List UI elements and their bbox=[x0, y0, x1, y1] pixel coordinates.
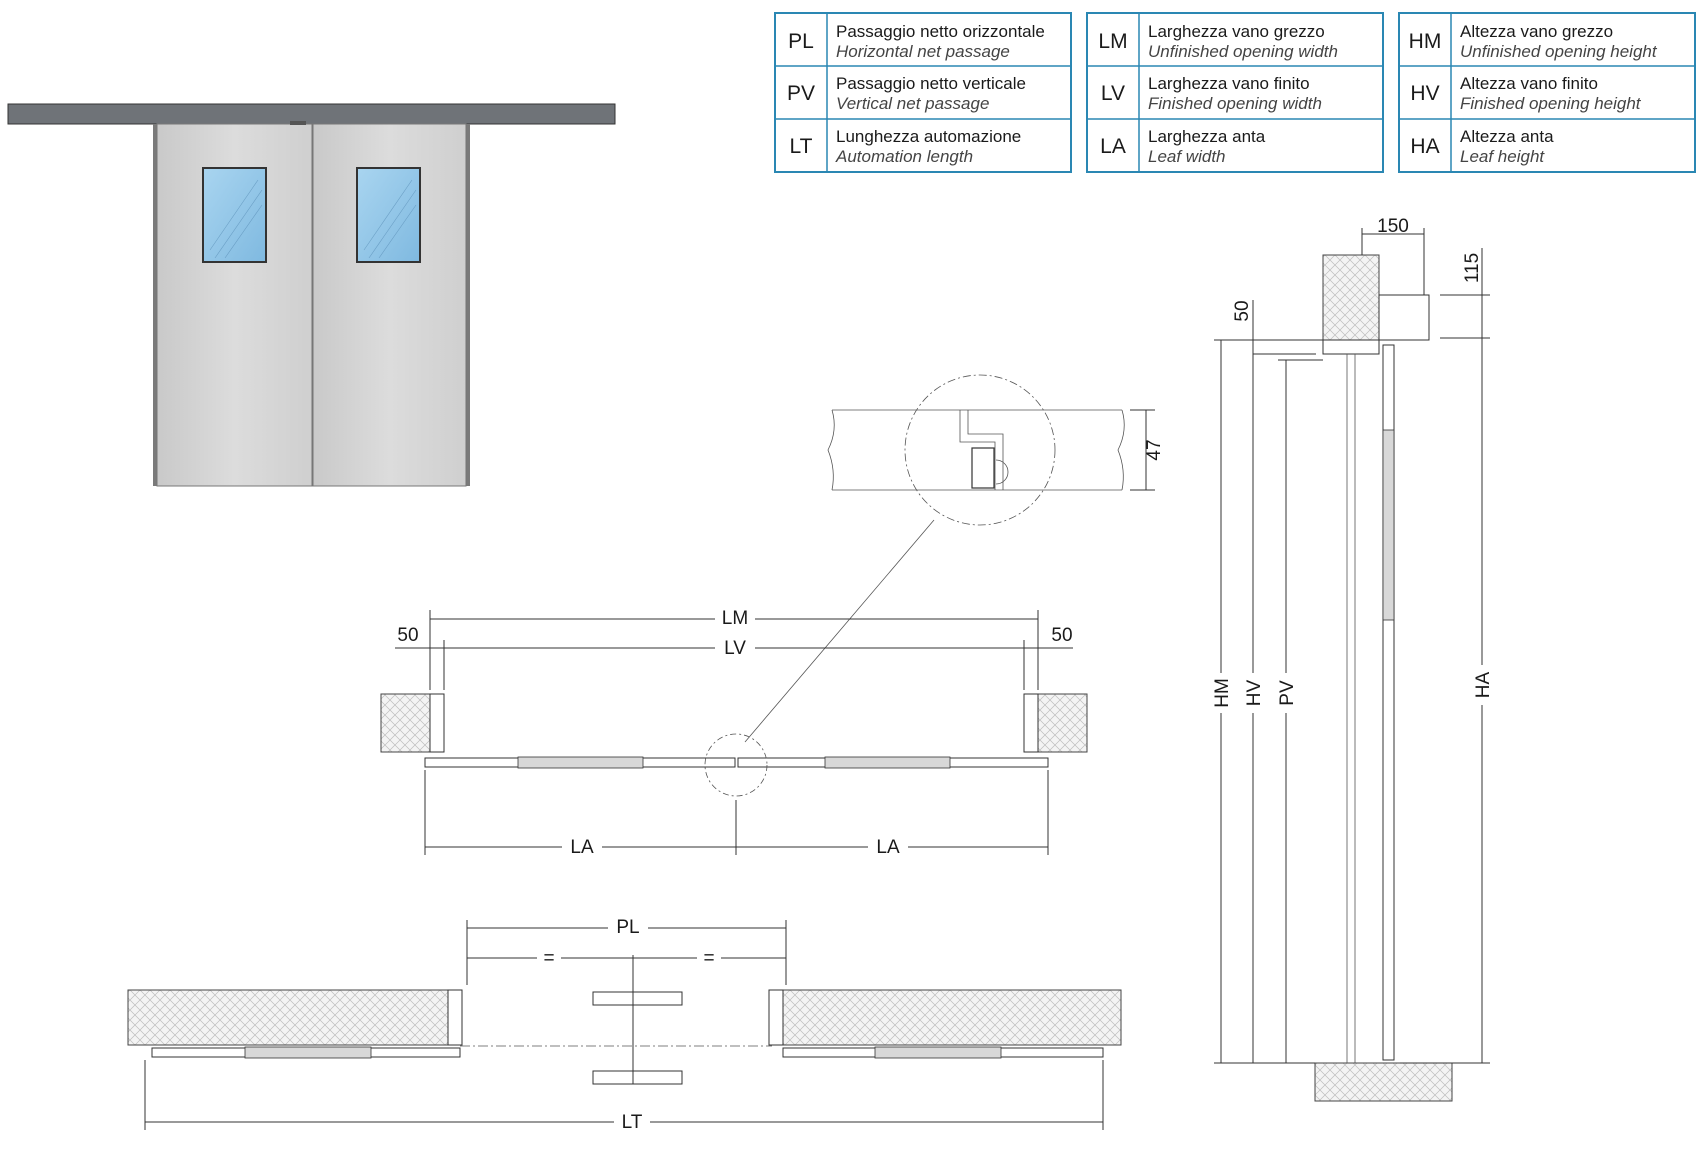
legend-it-lt: Lunghezza automazione bbox=[836, 127, 1021, 146]
open-lt-label: LT bbox=[622, 1112, 643, 1133]
open-detail-top bbox=[592, 991, 683, 1006]
joint-detail: 47 bbox=[744, 374, 1165, 743]
section-glass bbox=[1382, 429, 1395, 621]
plan-detail-circle bbox=[704, 733, 768, 797]
legend-code-pv: PV bbox=[787, 82, 815, 105]
glass-reflections bbox=[209, 179, 417, 259]
legend-group-3: HM Altezza vano grezzo Unfinished openin… bbox=[1398, 12, 1696, 173]
legend-en-hm: Unfinished opening height bbox=[1460, 42, 1658, 61]
open-detail-bottom bbox=[592, 1070, 683, 1085]
detail-leader bbox=[744, 519, 935, 743]
legend-en-la: Leaf width bbox=[1148, 147, 1226, 166]
open-eq-right: = bbox=[703, 948, 714, 969]
detail-circle bbox=[904, 374, 1056, 526]
open-wall-left bbox=[127, 989, 449, 1046]
plan-view-open: PL = = LT bbox=[127, 914, 1122, 1133]
door-sensor bbox=[290, 121, 306, 125]
plan-lv-label: LV bbox=[724, 638, 746, 659]
legend-it-lm: Larghezza vano grezzo bbox=[1148, 22, 1325, 41]
door-header-rail bbox=[7, 103, 616, 125]
open-wall-right bbox=[782, 989, 1122, 1046]
legend-it-hm: Altezza vano grezzo bbox=[1460, 22, 1613, 41]
plan-la-right-label: LA bbox=[876, 837, 900, 858]
legend-code-pl: PL bbox=[788, 30, 814, 53]
door-frame-right bbox=[466, 124, 470, 486]
legend-code-ha: HA bbox=[1410, 135, 1439, 158]
legend-en-hv: Finished opening height bbox=[1460, 94, 1642, 113]
section-pv-label: PV bbox=[1277, 680, 1298, 706]
vertical-section: 150 115 50 HM HV PV HA bbox=[1208, 216, 1494, 1102]
section-operator bbox=[1378, 294, 1430, 341]
legend-code-la: LA bbox=[1100, 135, 1126, 158]
door-frame-left bbox=[153, 124, 157, 486]
legend-group-1: PL Passaggio netto orizzontale Horizonta… bbox=[774, 12, 1072, 173]
legend-code-lv: LV bbox=[1101, 82, 1125, 105]
legend-en-lt: Automation length bbox=[835, 147, 973, 166]
section-frame bbox=[1322, 339, 1380, 355]
legend-it-hv: Altezza vano finito bbox=[1460, 74, 1598, 93]
open-eq-left: = bbox=[543, 948, 554, 969]
legend-group-2: LM Larghezza vano grezzo Unfinished open… bbox=[1086, 12, 1384, 173]
legend-code-hm: HM bbox=[1409, 30, 1442, 53]
legend-it-lv: Larghezza vano finito bbox=[1148, 74, 1310, 93]
plan-left-offset: 50 bbox=[397, 625, 418, 646]
legend-en-pv: Vertical net passage bbox=[836, 94, 989, 113]
legend-it-pl: Passaggio netto orizzontale bbox=[836, 22, 1045, 41]
section-top-width: 150 bbox=[1377, 216, 1409, 237]
legend-en-ha: Leaf height bbox=[1460, 147, 1545, 166]
section-frame-offset: 50 bbox=[1232, 300, 1253, 321]
plan-wall-left bbox=[380, 693, 431, 753]
plan-lm-label: LM bbox=[722, 608, 748, 629]
plan-la-left-label: LA bbox=[570, 837, 594, 858]
legend-it-ha: Altezza anta bbox=[1460, 127, 1554, 146]
legend-code-lt: LT bbox=[790, 135, 813, 158]
section-hv-label: HV bbox=[1244, 679, 1265, 706]
legend-en-lm: Unfinished opening width bbox=[1148, 42, 1338, 61]
detail-thickness-label: 47 bbox=[1144, 439, 1165, 460]
section-wall-top bbox=[1322, 254, 1380, 342]
section-leaf bbox=[1382, 344, 1395, 1061]
plan-right-offset: 50 bbox=[1051, 625, 1072, 646]
plan-wall-right bbox=[1037, 693, 1088, 753]
legend-en-pl: Horizontal net passage bbox=[836, 42, 1010, 61]
legend-code-lm: LM bbox=[1098, 30, 1127, 53]
section-floor bbox=[1314, 1062, 1453, 1102]
section-hm-label: HM bbox=[1212, 678, 1233, 708]
section-ha-label: HA bbox=[1473, 671, 1494, 698]
legend-it-la: Larghezza anta bbox=[1148, 127, 1266, 146]
section-top-height: 115 bbox=[1462, 253, 1483, 283]
plan-view-closed: LM LV 50 50 LA LA bbox=[380, 605, 1088, 858]
legend-it-pv: Passaggio netto verticale bbox=[836, 74, 1026, 93]
door-illustration bbox=[7, 103, 616, 487]
legend-en-lv: Finished opening width bbox=[1148, 94, 1322, 113]
legend-code-hv: HV bbox=[1410, 82, 1439, 105]
open-pl-label: PL bbox=[616, 917, 639, 938]
